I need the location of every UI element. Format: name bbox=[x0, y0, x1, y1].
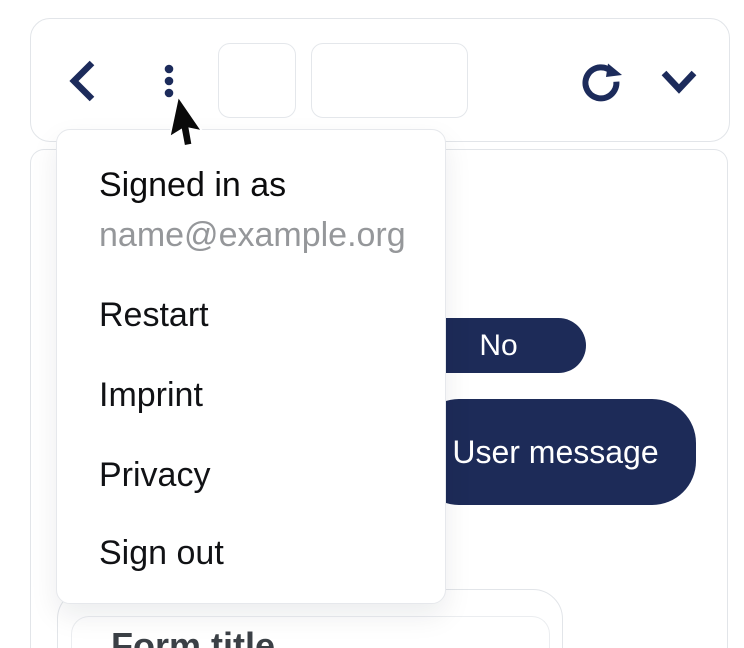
chevron-down-icon bbox=[661, 70, 697, 94]
form-title: Form title bbox=[111, 625, 276, 648]
back-button[interactable] bbox=[67, 59, 101, 103]
mouse-cursor-icon bbox=[168, 94, 205, 148]
signed-in-email: name@example.org bbox=[99, 216, 406, 254]
kebab-vertical-icon bbox=[164, 64, 174, 98]
logo-placeholder-wide bbox=[311, 43, 468, 118]
menu-item-imprint[interactable]: Imprint bbox=[99, 376, 203, 414]
message-text: No bbox=[479, 328, 518, 362]
refresh-button[interactable] bbox=[579, 61, 623, 105]
collapse-widget-button[interactable] bbox=[661, 69, 697, 95]
kebab-menu-button[interactable] bbox=[161, 61, 177, 109]
user-message-bubble: User message bbox=[415, 399, 696, 505]
menu-item-privacy[interactable]: Privacy bbox=[99, 456, 211, 494]
menu-item-restart[interactable]: Restart bbox=[99, 296, 209, 334]
account-dropdown-menu: Signed in as name@example.org Restart Im… bbox=[56, 129, 446, 604]
logo-placeholder-small bbox=[218, 43, 296, 118]
chevron-left-icon bbox=[69, 60, 95, 102]
message-text: User message bbox=[452, 433, 659, 470]
form-card: Form title bbox=[71, 616, 550, 648]
signed-in-label: Signed in as bbox=[99, 166, 287, 204]
header-toolbar bbox=[30, 18, 730, 142]
menu-item-sign-out[interactable]: Sign out bbox=[99, 534, 224, 572]
refresh-icon bbox=[582, 63, 622, 102]
